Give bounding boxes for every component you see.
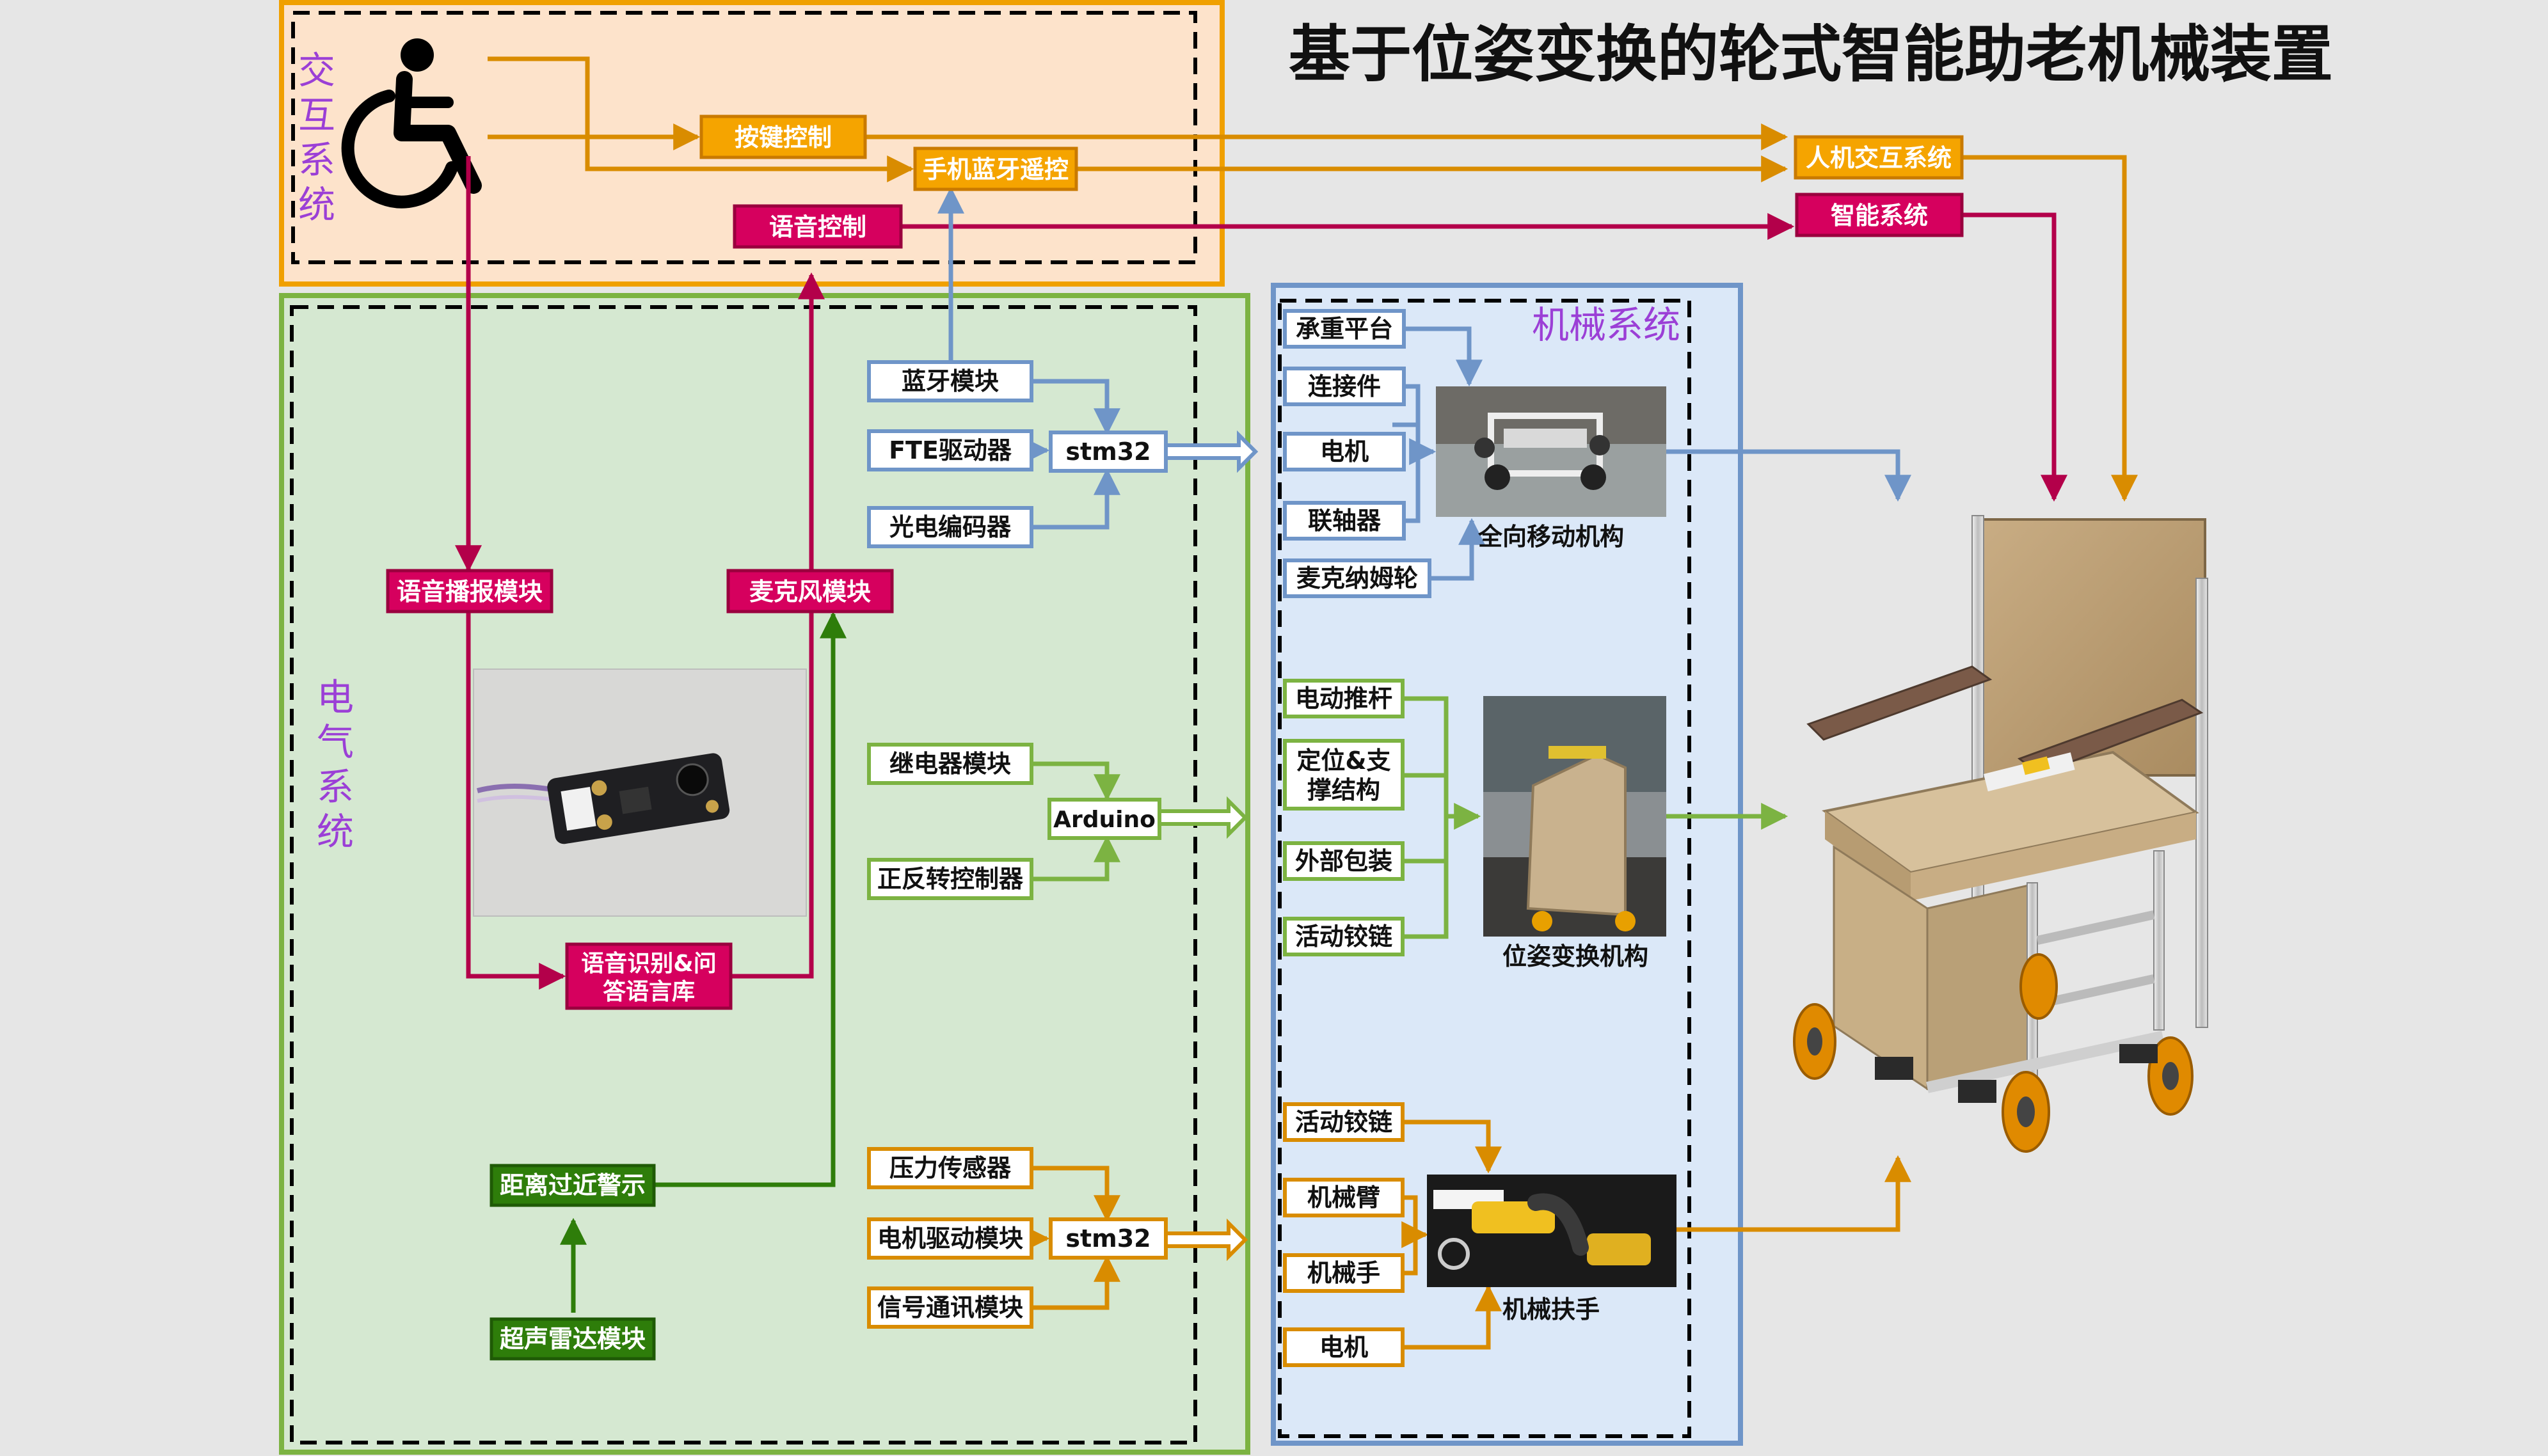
box-hinge2: 活动铰链 [1283, 1102, 1405, 1142]
box-encoder: 光电编码器 [867, 506, 1033, 548]
svg-text:交: 交 [298, 49, 335, 92]
hinge2-label: 活动铰链 [1295, 1108, 1392, 1136]
pose-mechanism-photo [1483, 696, 1666, 937]
mechanical-system-label: 机械系统 [1532, 303, 1680, 347]
box-stm32-top: stm32 [1049, 431, 1168, 473]
box-hinge1: 活动铰链 [1283, 917, 1405, 956]
coupling-label: 联轴器 [1308, 507, 1381, 535]
box-key-control: 按键控制 [699, 115, 867, 159]
distance-warning-label: 距离过近警示 [500, 1171, 646, 1199]
outer-pack-label: 外部包装 [1295, 847, 1392, 875]
box-bt-remote: 手机蓝牙遥控 [913, 146, 1078, 191]
hinge1-label: 活动铰链 [1295, 922, 1392, 951]
box-smart-system: 智能系统 [1795, 193, 1964, 237]
microphone-module-photo [473, 669, 807, 917]
svg-text:系: 系 [317, 765, 354, 809]
box-motor1: 电机 [1283, 432, 1406, 471]
box-platform: 承重平台 [1283, 309, 1406, 349]
encoder-label: 光电编码器 [889, 513, 1012, 541]
pressure-label: 压力传感器 [889, 1154, 1012, 1182]
bluetooth-label: 蓝牙模块 [902, 367, 999, 395]
arduino-label: Arduino [1053, 807, 1156, 833]
box-relay: 继电器模块 [867, 743, 1033, 785]
box-arm: 机械臂 [1283, 1178, 1405, 1217]
reverse-ctrl-label: 正反转控制器 [877, 865, 1024, 893]
box-fte-driver: FTE驱动器 [867, 429, 1033, 471]
stm32-top-label: stm32 [1065, 438, 1151, 466]
comm-label: 信号通讯模块 [877, 1294, 1023, 1322]
mecanum-label: 麦克纳姆轮 [1296, 564, 1418, 592]
armrest-photo [1427, 1175, 1676, 1287]
pose-mechanism-label: 位姿变换机构 [1502, 942, 1648, 970]
voice-recognition-line1: 语音识别&问 [581, 951, 716, 977]
svg-text:统: 统 [317, 810, 354, 853]
box-motor2: 电机 [1283, 1327, 1405, 1367]
device-render [1793, 515, 2208, 1153]
box-bluetooth: 蓝牙模块 [867, 360, 1033, 402]
motor1-label: 电机 [1320, 438, 1369, 466]
smart-system-label: 智能系统 [1831, 202, 1928, 230]
box-voice-control: 语音控制 [733, 204, 903, 249]
relay-label: 继电器模块 [889, 750, 1011, 778]
box-mecanum: 麦克纳姆轮 [1283, 558, 1431, 598]
stm32-bottom-label: stm32 [1065, 1224, 1151, 1253]
box-comm: 信号通讯模块 [867, 1286, 1033, 1329]
omni-mechanism-photo [1436, 386, 1666, 517]
positioning-line2: 撑结构 [1307, 776, 1380, 804]
svg-text:互: 互 [298, 93, 335, 137]
box-coupling: 联轴器 [1283, 501, 1406, 541]
svg-text:气: 气 [317, 720, 354, 764]
svg-text:电: 电 [317, 676, 354, 719]
motor2-label: 电机 [1319, 1333, 1368, 1361]
diagram-title: 基于位姿变换的轮式智能助老机械装置 [1289, 19, 2333, 90]
box-pressure: 压力传感器 [867, 1147, 1033, 1189]
armrest-label: 机械扶手 [1502, 1295, 1600, 1324]
platform-label: 承重平台 [1296, 315, 1393, 343]
motor-driver-label: 电机驱动模块 [877, 1224, 1023, 1253]
electric-system-label: 电气 系统 [317, 676, 354, 853]
push-rod-label: 电动推杆 [1295, 684, 1392, 713]
svg-text:系: 系 [298, 138, 335, 182]
box-ultrasonic: 超声雷达模块 [490, 1317, 656, 1361]
box-distance-warning: 距离过近警示 [490, 1164, 656, 1207]
hand-label: 机械手 [1307, 1259, 1380, 1287]
box-outer-pack: 外部包装 [1283, 841, 1405, 881]
box-connector: 连接件 [1283, 367, 1406, 406]
box-reverse-ctrl: 正反转控制器 [867, 858, 1033, 900]
key-control-label: 按键控制 [735, 123, 832, 152]
omni-mechanism-label: 全向移动机构 [1477, 523, 1624, 551]
wheelchair-icon [341, 38, 482, 209]
fte-driver-label: FTE驱动器 [889, 436, 1012, 464]
voice-recognition-line2: 答语言库 [603, 979, 695, 1005]
connector-label: 连接件 [1308, 372, 1381, 400]
interaction-system-label: 交互 系统 [298, 49, 335, 226]
box-positioning: 定位&支 撑结构 [1283, 739, 1405, 811]
box-hci-system: 人机交互系统 [1794, 135, 1964, 180]
box-voice-recognition: 语音识别&问 答语言库 [565, 942, 733, 1010]
box-motor-driver: 电机驱动模块 [867, 1217, 1033, 1260]
svg-text:统: 统 [298, 183, 335, 226]
controller-output-arrows [1158, 430, 1259, 1262]
connectors [455, 56, 2138, 1350]
box-stm32-bottom: stm32 [1049, 1217, 1168, 1260]
voice-control-label: 语音控制 [769, 213, 866, 241]
microphone-label: 麦克风模块 [749, 578, 871, 606]
box-hand: 机械手 [1283, 1253, 1405, 1293]
voice-broadcast-label: 语音播报模块 [397, 578, 543, 606]
box-arduino: Arduino [1047, 798, 1161, 840]
arm-label: 机械臂 [1307, 1183, 1380, 1212]
box-microphone: 麦克风模块 [726, 569, 894, 613]
box-voice-broadcast: 语音播报模块 [386, 569, 553, 613]
ultrasonic-label: 超声雷达模块 [500, 1325, 646, 1353]
box-push-rod: 电动推杆 [1283, 679, 1405, 718]
bt-remote-label: 手机蓝牙遥控 [923, 155, 1069, 184]
hci-system-label: 人机交互系统 [1806, 144, 1952, 172]
positioning-line1: 定位&支 [1296, 747, 1390, 775]
